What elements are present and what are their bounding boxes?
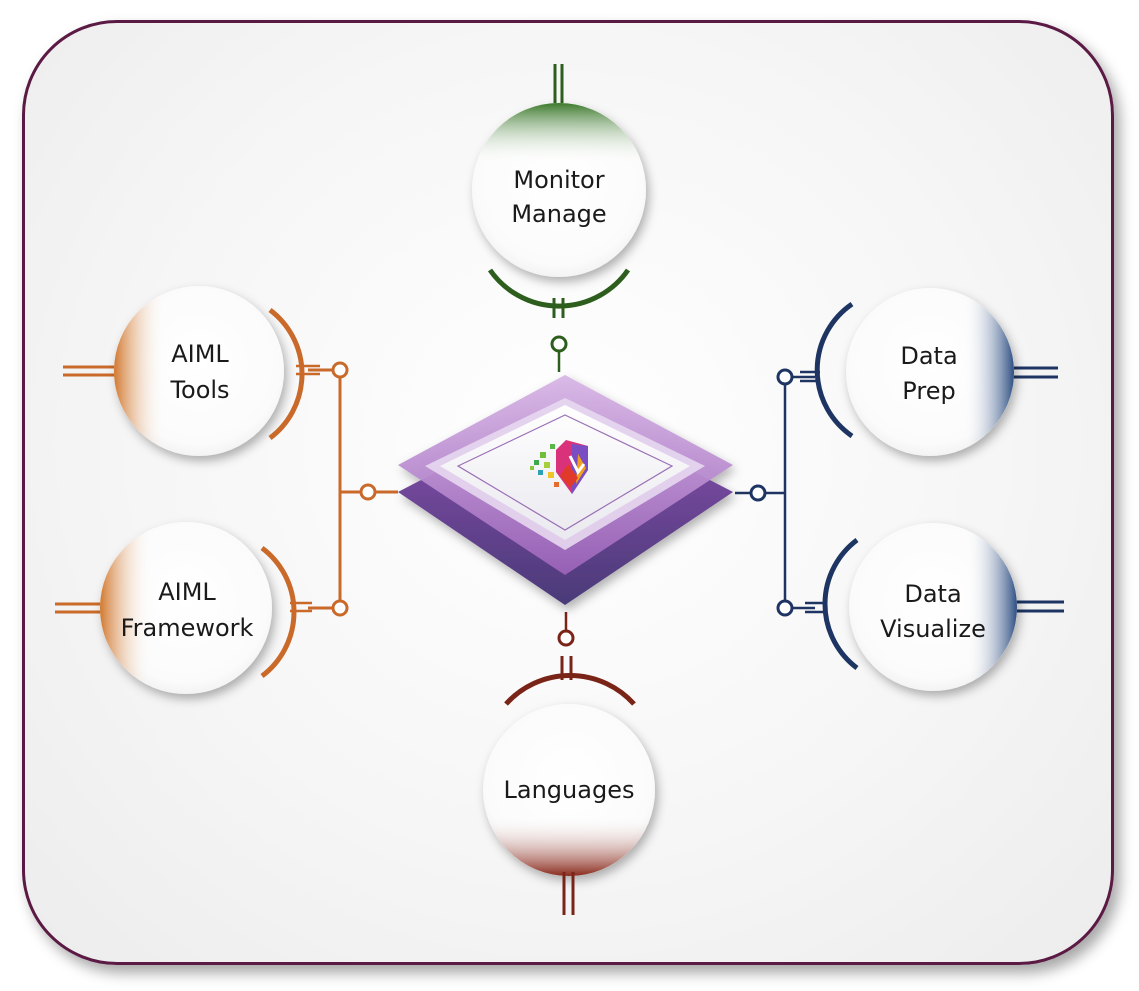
node-label: Monitor (513, 166, 604, 194)
connector-node-icon (359, 483, 377, 501)
colorful-shield-logo-icon (530, 440, 588, 494)
node-label: Prep (902, 377, 955, 405)
connector-node-icon (557, 629, 575, 647)
connector-node-icon (550, 335, 568, 353)
connector-node-icon (331, 361, 349, 379)
left-connectors (308, 361, 398, 617)
center-hub (398, 375, 733, 605)
node-label: AIML (158, 578, 216, 606)
top-connector (550, 335, 568, 372)
node-label: Data (904, 580, 961, 608)
connector-node-icon (776, 368, 794, 386)
node-data-prep[interactable]: Data Prep (800, 288, 1058, 456)
connector-node-icon (749, 484, 767, 502)
right-connectors (735, 368, 815, 617)
node-languages[interactable]: Languages (483, 656, 655, 915)
node-label: Languages (504, 776, 635, 804)
node-aiml-tools[interactable]: AIML Tools (63, 286, 320, 456)
node-aiml-framework[interactable]: AIML Framework (55, 522, 312, 694)
node-label: Visualize (880, 615, 986, 643)
node-monitor-manage[interactable]: Monitor Manage (472, 64, 646, 318)
connector-node-icon (776, 599, 794, 617)
node-label: Framework (121, 614, 254, 642)
bottom-connector (557, 612, 575, 647)
connector-node-icon (331, 599, 349, 617)
node-label: Data (900, 342, 957, 370)
node-label: Tools (169, 376, 229, 404)
node-label: AIML (171, 340, 229, 368)
node-label: Manage (511, 200, 606, 228)
node-data-visualize[interactable]: Data Visualize (805, 523, 1064, 691)
